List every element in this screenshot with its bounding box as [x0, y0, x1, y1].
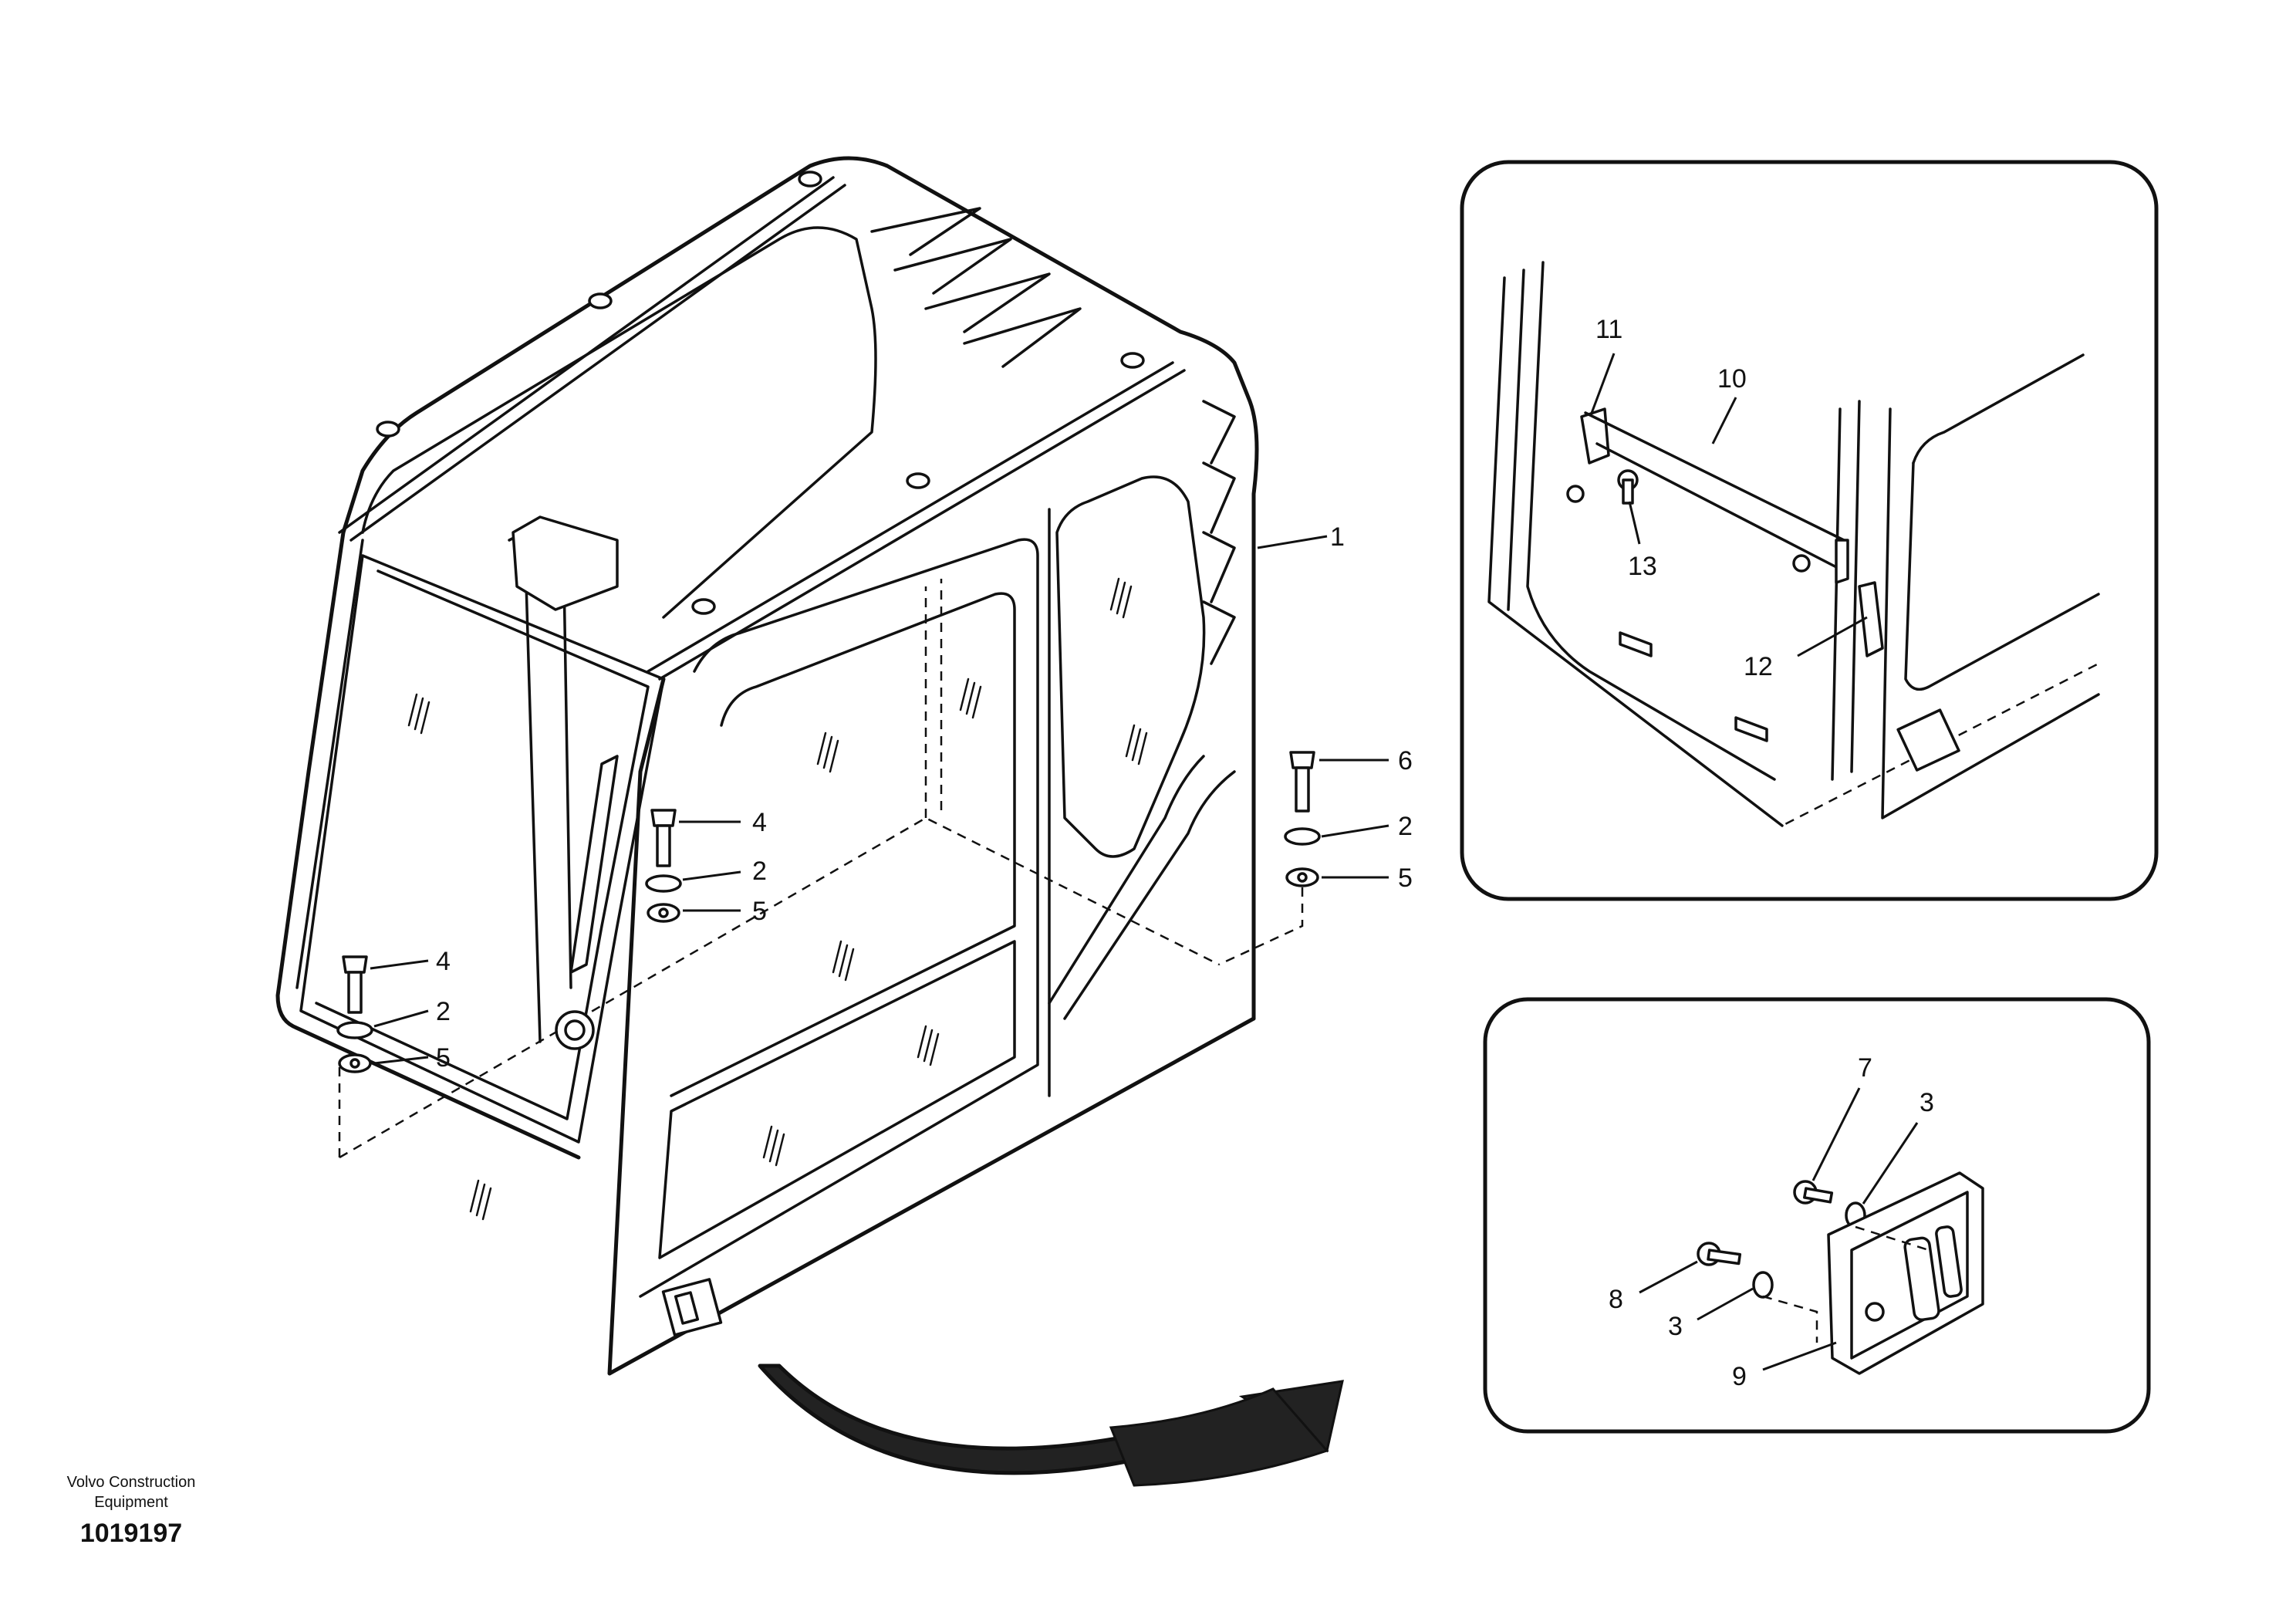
- callout-9: 9: [1732, 1362, 1747, 1391]
- callout-5-middle: 5: [752, 897, 767, 926]
- company-name: Volvo Construction Equipment: [46, 1472, 216, 1512]
- callout-2-left: 2: [436, 997, 451, 1026]
- fasteners-right: [1218, 751, 1321, 966]
- callout-11: 11: [1595, 315, 1622, 344]
- callouts: 1 4 2 5 4 2 5 6 2 5 11 10 13 12 7 3 8 3: [370, 315, 1934, 1391]
- callout-5-right: 5: [1398, 863, 1413, 893]
- fasteners-middle: [645, 809, 682, 923]
- callout-4-middle: 4: [752, 808, 767, 837]
- inset-door-handle: [1483, 997, 2151, 1434]
- callout-2-middle: 2: [752, 857, 767, 886]
- cab-assembly: [275, 156, 1344, 1487]
- drawing-number: 1019197: [79, 1519, 183, 1548]
- callout-3-upper: 3: [1920, 1088, 1934, 1117]
- callout-6: 6: [1398, 746, 1413, 776]
- callout-2-right: 2: [1398, 812, 1413, 841]
- callout-1: 1: [1330, 522, 1345, 552]
- callout-3-lower: 3: [1668, 1312, 1683, 1341]
- company-line-1: Volvo Construction: [66, 1474, 196, 1491]
- fasteners-left: [336, 955, 373, 1073]
- inset-door-stop: [1460, 160, 2159, 901]
- callout-12: 12: [1744, 652, 1773, 681]
- company-line-2: Equipment: [94, 1494, 168, 1511]
- callout-10: 10: [1717, 364, 1747, 394]
- callout-4-left: 4: [436, 947, 451, 976]
- callout-8: 8: [1609, 1285, 1623, 1314]
- callout-7: 7: [1858, 1053, 1872, 1083]
- callout-13: 13: [1628, 552, 1657, 581]
- callout-5-left: 5: [436, 1043, 451, 1073]
